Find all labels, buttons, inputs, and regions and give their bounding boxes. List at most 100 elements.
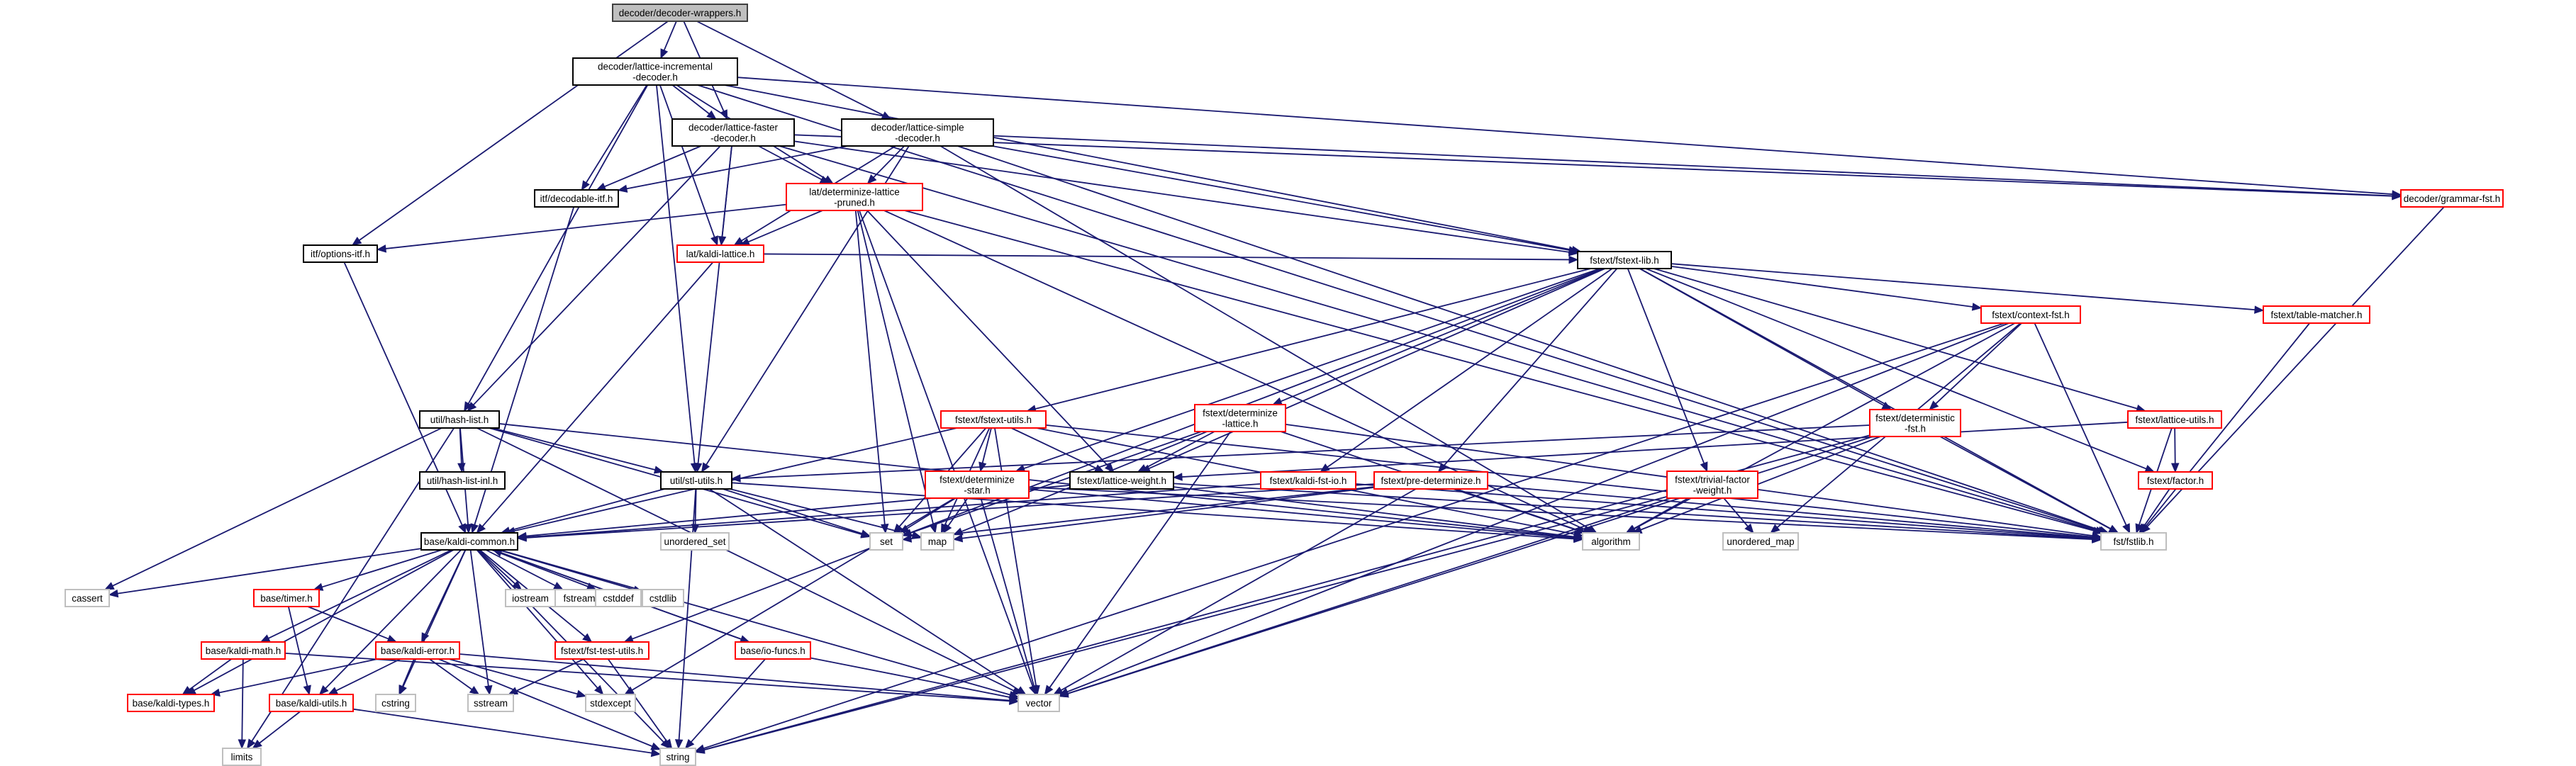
node-label: cstring (381, 698, 410, 709)
node-latutils[interactable]: fstext/lattice-utils.h (2127, 410, 2222, 429)
node-box (612, 4, 748, 22)
dependency-edge-kaldierror-to-sstream (429, 658, 480, 695)
node-box (676, 244, 764, 263)
node-label: base/kaldi-utils.h (276, 698, 347, 709)
node-box (572, 57, 738, 86)
node-grammar[interactable]: decoder/grammar-fst.h (2400, 189, 2504, 208)
dependency-edge-stlutils-to-kaldicommon (500, 488, 665, 535)
dependency-edge-ldlp-to-optitf (376, 203, 787, 253)
node-label: string (666, 752, 689, 762)
node-box (2263, 305, 2370, 324)
node-kaldierror[interactable]: base/kaldi-error.h (375, 641, 460, 660)
node-contextfst[interactable]: fstext/context-fst.h (1980, 305, 2081, 324)
node-box (940, 410, 1047, 429)
dependency-edge-fstextlib-to-kaldifstio (1320, 268, 1613, 473)
dependency-edge-fstextlib-to-contextfst (1671, 265, 1983, 311)
node-fstlib: fst/fstlib.h (2100, 532, 2167, 551)
node-label: util/hash-list-inl.h (427, 475, 498, 486)
node-box (1373, 471, 1488, 490)
dependency-edge-contextfst-to-detfst (1929, 322, 2022, 410)
node-box (201, 641, 286, 660)
node-kaldifstio[interactable]: fstext/kaldi-fst-io.h (1260, 471, 1356, 490)
dependency-edge-lfd-to-grammar (793, 134, 2402, 201)
node-label: -lattice.h (1222, 419, 1258, 429)
node-box (269, 694, 354, 712)
node-label: itf/options-itf.h (311, 249, 370, 259)
node-label: fstext/fstext-utils.h (955, 415, 1032, 425)
dependency-edge-ldlp-to-vector (859, 210, 1037, 696)
dependency-edge-kaldierror-to-kaldiutils (328, 658, 401, 695)
dependency-edge-trivial-to-unordered_map (1723, 497, 1754, 534)
dependency-edge-stlutils-to-map (730, 488, 922, 539)
dependency-edges (104, 21, 2445, 757)
node-tablematcher[interactable]: fstext/table-matcher.h (2263, 305, 2370, 324)
dependency-edge-root-to-lid (660, 21, 677, 60)
node-box (467, 694, 514, 712)
node-label: -pruned.h (834, 198, 875, 208)
node-label: base/io-funcs.h (740, 646, 805, 656)
node-hashlistinl[interactable]: util/hash-list-inl.h (419, 471, 506, 490)
node-timer[interactable]: base/timer.h (253, 589, 320, 607)
node-lfd[interactable]: decoder/lattice-faster-decoder.h (671, 118, 795, 147)
dependency-edge-timer-to-kaldierror (307, 606, 398, 643)
dependency-edge-lfd-to-fstextlib (793, 140, 1579, 257)
node-box (419, 471, 506, 490)
node-factor[interactable]: fstext/factor.h (2138, 471, 2213, 490)
node-optitf[interactable]: itf/options-itf.h (303, 244, 378, 263)
dependency-edge-detstar-to-map (942, 497, 969, 534)
dependency-edge-fsttestutils-to-string (607, 658, 673, 750)
node-box (642, 589, 684, 607)
node-fstextutils[interactable]: fstext/fstext-utils.h (940, 410, 1047, 429)
node-latweight[interactable]: fstext/lattice-weight.h (1069, 471, 1174, 490)
node-box (869, 532, 903, 551)
node-box (1582, 532, 1640, 551)
dependency-edge-fstextlib-to-fsttestutils (623, 268, 1602, 643)
node-label: fstext/lattice-weight.h (1077, 475, 1166, 486)
node-kaldilat[interactable]: lat/kaldi-lattice.h (676, 244, 764, 263)
node-lsd[interactable]: decoder/lattice-simple-decoder.h (841, 118, 994, 147)
dependency-edge-iofuncs-to-string (684, 658, 766, 749)
node-kaldimath[interactable]: base/kaldi-math.h (201, 641, 286, 660)
node-box (660, 532, 730, 551)
node-box (1069, 471, 1174, 490)
node-box (595, 589, 642, 607)
node-predet[interactable]: fstext/pre-determinize.h (1373, 471, 1488, 490)
node-stlutils[interactable]: util/stl-utils.h (660, 471, 732, 490)
node-lid[interactable]: decoder/lattice-incremental-decoder.h (572, 57, 738, 86)
node-unordered_map: unordered_map (1722, 532, 1799, 551)
dependency-edge-ldlp-to-fstlib (904, 210, 2103, 535)
node-box (841, 118, 994, 147)
dependency-edge-kaldicommon-to-iostream (478, 549, 523, 590)
node-iofuncs[interactable]: base/io-funcs.h (735, 641, 811, 660)
node-label: set (880, 536, 893, 547)
node-trivial[interactable]: fstext/trivial-factor-weight.h (1666, 471, 1758, 499)
node-fsttestutils[interactable]: fstext/fst-test-utils.h (554, 641, 649, 660)
node-label: fstext/context-fst.h (1992, 310, 2070, 320)
node-label: decoder/lattice-simple (871, 123, 964, 133)
node-detfst[interactable]: fstext/deterministic-fst.h (1869, 409, 1961, 437)
node-label: stdexcept (590, 698, 631, 709)
node-label: fstext/factor.h (2147, 475, 2204, 486)
node-fstextlib[interactable]: fstext/fstext-lib.h (1577, 251, 1672, 269)
node-box (925, 471, 1030, 499)
node-ldlp[interactable]: lat/determinize-lattice-pruned.h (786, 183, 923, 211)
node-kaldiutils[interactable]: base/kaldi-utils.h (269, 694, 354, 712)
node-detlat[interactable]: fstext/determinize-lattice.h (1194, 404, 1286, 432)
node-hashlist[interactable]: util/hash-list.h (419, 410, 500, 429)
dependency-edge-kaldilat-to-fstextlib (763, 253, 1579, 264)
node-box (127, 694, 215, 712)
node-kalditypes[interactable]: base/kaldi-types.h (127, 694, 215, 712)
node-detstar[interactable]: fstext/determinize-star.h (925, 471, 1030, 499)
node-decitf[interactable]: itf/decodable-itf.h (534, 189, 619, 208)
dependency-edge-factor-to-fstlib (2139, 488, 2170, 534)
dependency-edge-lid-to-kaldilat (659, 84, 718, 247)
dependency-edge-trivial-to-vector (1058, 497, 1671, 698)
node-box (419, 410, 500, 429)
node-kaldicommon[interactable]: base/kaldi-common.h (420, 532, 518, 551)
node-root[interactable]: decoder/decoder-wrappers.h (612, 4, 748, 22)
dependency-edge-kaldicommon-to-kaldiutils (318, 549, 462, 695)
node-box (534, 189, 619, 208)
node-iostream: iostream (505, 589, 556, 607)
node-box (1722, 532, 1799, 551)
node-box (420, 532, 518, 551)
